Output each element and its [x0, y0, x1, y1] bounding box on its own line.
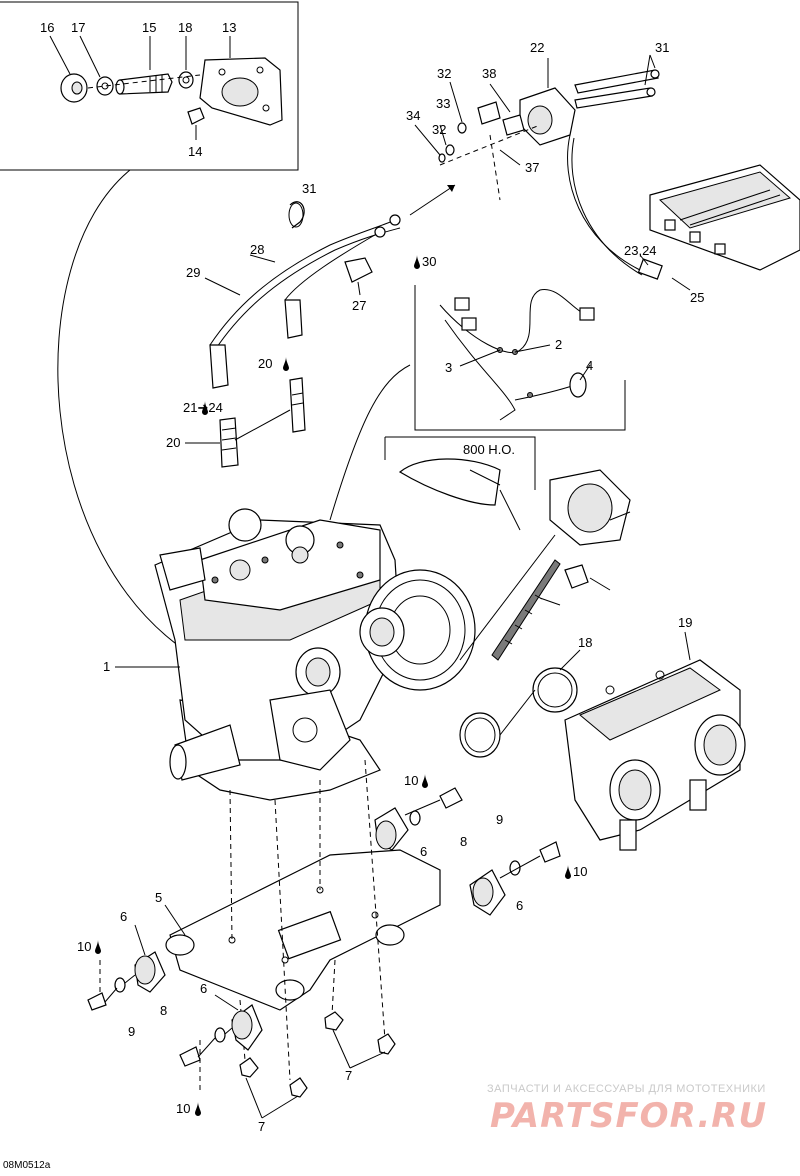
- callout-19: 20: [166, 435, 180, 450]
- harness-box: [414, 285, 626, 431]
- callout-4: 4: [586, 358, 593, 373]
- drop-icon: [195, 1102, 201, 1116]
- callout-32a: 33: [436, 96, 450, 111]
- callout-28: 30: [422, 254, 436, 269]
- callout-26: 28: [250, 242, 264, 257]
- nuts: [239, 1011, 396, 1098]
- leader-17: [684, 631, 691, 661]
- leader-6b: [134, 924, 146, 956]
- leader-37: [539, 597, 561, 606]
- callout-21: 22: [530, 40, 544, 55]
- callout-2: 2: [555, 337, 562, 352]
- callout-30: 31: [655, 40, 669, 55]
- leader-38: [589, 577, 611, 591]
- leader-7a: [332, 1029, 351, 1069]
- callout-6a: 6: [420, 844, 427, 859]
- callout-33: 37: [525, 160, 539, 175]
- drop-icon: [202, 401, 208, 415]
- callout-34: 38: [482, 66, 496, 81]
- callout-6b: 6: [120, 909, 127, 924]
- callout-6c: 6: [516, 898, 523, 913]
- spark-plugs: [185, 377, 306, 468]
- engine-mount-plate: [165, 849, 441, 1011]
- leader-36: [469, 469, 501, 486]
- inset-box: [0, 1, 299, 171]
- leader-6d: [214, 994, 239, 1011]
- callout-11: 13: [222, 20, 236, 35]
- callout-7b: 7: [258, 1119, 265, 1134]
- clip-and-connector: [288, 201, 373, 296]
- callout-27: 29: [186, 265, 200, 280]
- hose-direction-arrow: [409, 184, 456, 216]
- drop-icon: [95, 940, 101, 954]
- leader-7c: [245, 1077, 263, 1119]
- variant-label: 800 H.O.: [463, 442, 515, 457]
- drop-icon: [565, 865, 571, 879]
- callout-10d: 10: [176, 1101, 190, 1116]
- callout-31a: 32: [437, 66, 451, 81]
- callout-6d: 6: [200, 981, 207, 996]
- callout-31b: 32: [432, 122, 446, 137]
- callout-10a: 10: [404, 773, 418, 788]
- callout-3: 3: [445, 360, 452, 375]
- callout-14: 16: [40, 20, 54, 35]
- intake-clamps: [459, 667, 578, 758]
- mount-hardware-leaders: [104, 799, 541, 1058]
- callout-1: 1: [103, 659, 110, 674]
- small-hardware-31-34: [414, 81, 541, 201]
- callout-23-24: 25: [690, 290, 704, 305]
- callout-15: 17: [71, 20, 85, 35]
- lubricant-drop-icons: [95, 255, 571, 1116]
- screws: [87, 787, 561, 1067]
- figure-code: 08M0512a: [3, 1160, 51, 1171]
- sensor-assembly: [519, 54, 691, 291]
- ecu-module: [649, 164, 800, 271]
- callout-22: 23,24: [624, 243, 657, 258]
- callout-12: 14: [188, 144, 202, 159]
- watermark-logo: PARTSFOR.RU: [490, 1096, 768, 1136]
- callout-18: 18: [578, 635, 592, 650]
- callout-13: 15: [142, 20, 156, 35]
- callout-10c: 10: [77, 939, 91, 954]
- callout-20b: 21➔24: [183, 400, 223, 415]
- leader-5: [164, 904, 186, 936]
- callout-17: 19: [678, 615, 692, 630]
- drop-icon: [283, 357, 289, 371]
- callout-8a: 8: [460, 834, 467, 849]
- callout-10b: 10: [573, 864, 587, 879]
- leader-7b: [349, 1051, 386, 1069]
- callout-labels: 16 17 15 18 13 14 22 31 32 38 33 34 32 3…: [40, 20, 704, 1134]
- callout-20a: 20: [258, 356, 272, 371]
- callout-5: 5: [155, 890, 162, 905]
- callout-7a: 7: [345, 1068, 352, 1083]
- leader-35: [609, 511, 631, 521]
- drop-icon: [414, 255, 420, 269]
- leader-18: [559, 649, 581, 671]
- engine-block: [154, 508, 476, 801]
- inset-leader-lines: [57, 169, 411, 661]
- rubber-mounts: [134, 807, 506, 1051]
- fuel-lines: [204, 214, 401, 389]
- callout-29: 31: [302, 181, 316, 196]
- exhaust-parts: [459, 469, 631, 661]
- callout-16: 18: [178, 20, 192, 35]
- drop-icon: [422, 774, 428, 788]
- callout-32b: 34: [406, 108, 420, 123]
- callout-25: 27: [352, 298, 366, 313]
- variant-callout: [384, 436, 536, 531]
- leader-7d: [261, 1095, 299, 1119]
- callout-9b: 9: [128, 1024, 135, 1039]
- carburetor-assembly: [564, 659, 746, 851]
- callout-9a: 9: [496, 812, 503, 827]
- callout-8b: 8: [160, 1003, 167, 1018]
- watermark-caption: ЗАПЧАСТИ И АКСЕССУАРЫ ДЛЯ МОТОТЕХНИКИ: [487, 1083, 766, 1095]
